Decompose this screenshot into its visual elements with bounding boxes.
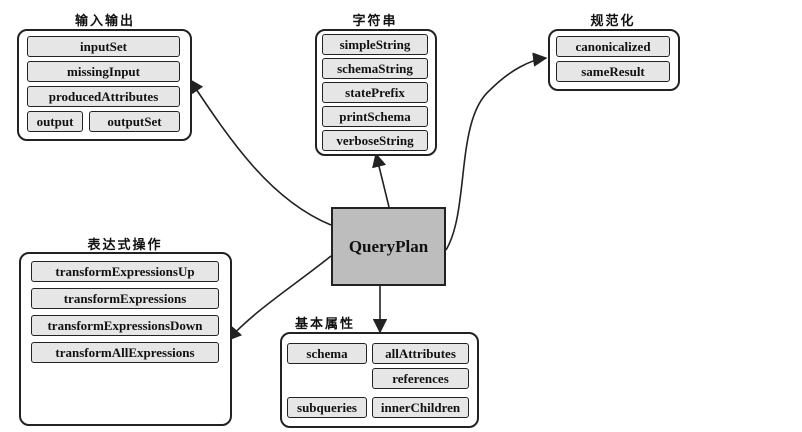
strings-group: simpleString schemaString statePrefix pr…: [315, 29, 437, 156]
arrow-to-normalize: [445, 52, 548, 251]
io-item-missinginput[interactable]: missingInput: [27, 61, 180, 82]
arrow-to-strings: [372, 152, 390, 208]
normalize-item-sameresult[interactable]: sameResult: [556, 61, 670, 82]
io-item-output[interactable]: output: [27, 111, 83, 132]
io-item-outputset[interactable]: outputSet: [89, 111, 180, 132]
queryplan-node[interactable]: QueryPlan: [331, 207, 446, 286]
expr-item-transformexpressions[interactable]: transformExpressions: [31, 288, 219, 309]
strings-item-simplestring[interactable]: simpleString: [322, 34, 428, 55]
attrs-item-subqueries[interactable]: subqueries: [287, 397, 367, 418]
expr-item-transformexpressionsdown[interactable]: transformExpressionsDown: [31, 315, 219, 336]
expr-item-transformexpressionsup[interactable]: transformExpressionsUp: [31, 261, 219, 282]
attrs-group-title: 基本属性: [294, 317, 355, 332]
strings-item-stateprefix[interactable]: statePrefix: [322, 82, 428, 103]
attrs-item-innerchildren[interactable]: innerChildren: [372, 397, 469, 418]
normalize-item-canonicalized[interactable]: canonicalized: [556, 36, 670, 57]
expr-item-transformallexpressions[interactable]: transformAllExpressions: [31, 342, 219, 363]
expr-group-title: 表达式操作: [87, 238, 163, 253]
io-item-inputset[interactable]: inputSet: [27, 36, 180, 57]
attrs-item-schema[interactable]: schema: [287, 343, 367, 364]
strings-item-verbosestring[interactable]: verboseString: [322, 130, 428, 151]
attrs-group: schema allAttributes references subqueri…: [280, 332, 479, 428]
io-group-title: 输入输出: [74, 14, 135, 29]
attrs-item-references[interactable]: references: [372, 368, 469, 389]
io-group: inputSet missingInput producedAttributes…: [17, 29, 192, 141]
strings-group-title: 字符串: [352, 14, 398, 29]
attrs-item-allattributes[interactable]: allAttributes: [372, 343, 469, 364]
expr-group: transformExpressionsUp transformExpressi…: [19, 252, 232, 426]
normalize-group: canonicalized sameResult: [548, 29, 680, 91]
arrow-to-io: [189, 78, 332, 226]
arrow-to-expr: [227, 255, 332, 342]
strings-item-schemastring[interactable]: schemaString: [322, 58, 428, 79]
strings-item-printschema[interactable]: printSchema: [322, 106, 428, 127]
io-item-producedattributes[interactable]: producedAttributes: [27, 86, 180, 107]
normalize-group-title: 规范化: [590, 14, 636, 29]
